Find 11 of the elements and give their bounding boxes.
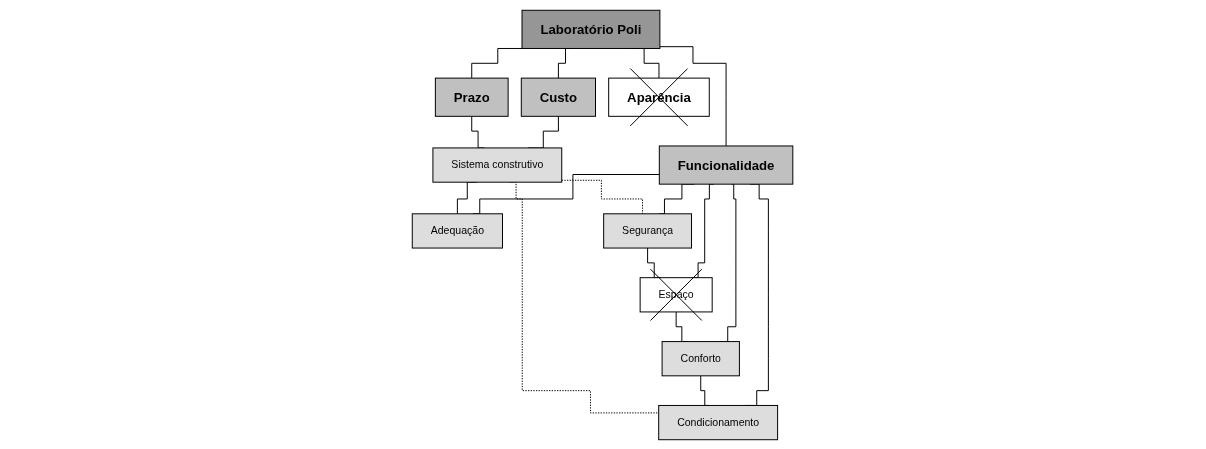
node-box: Sistema construtivo	[432, 146, 563, 183]
node-box: Condicionamento	[658, 404, 779, 440]
node-box: Segurança	[603, 212, 693, 249]
node-box: Laboratório Poli	[521, 9, 661, 49]
node-box: Conforto	[662, 340, 741, 376]
connector	[561, 179, 645, 214]
node-box: Prazo	[435, 77, 510, 117]
node-box: Adequação	[412, 212, 504, 249]
connector	[659, 45, 727, 146]
node-box: Custo	[521, 77, 597, 117]
node-box: Funcionalidade	[659, 144, 794, 185]
